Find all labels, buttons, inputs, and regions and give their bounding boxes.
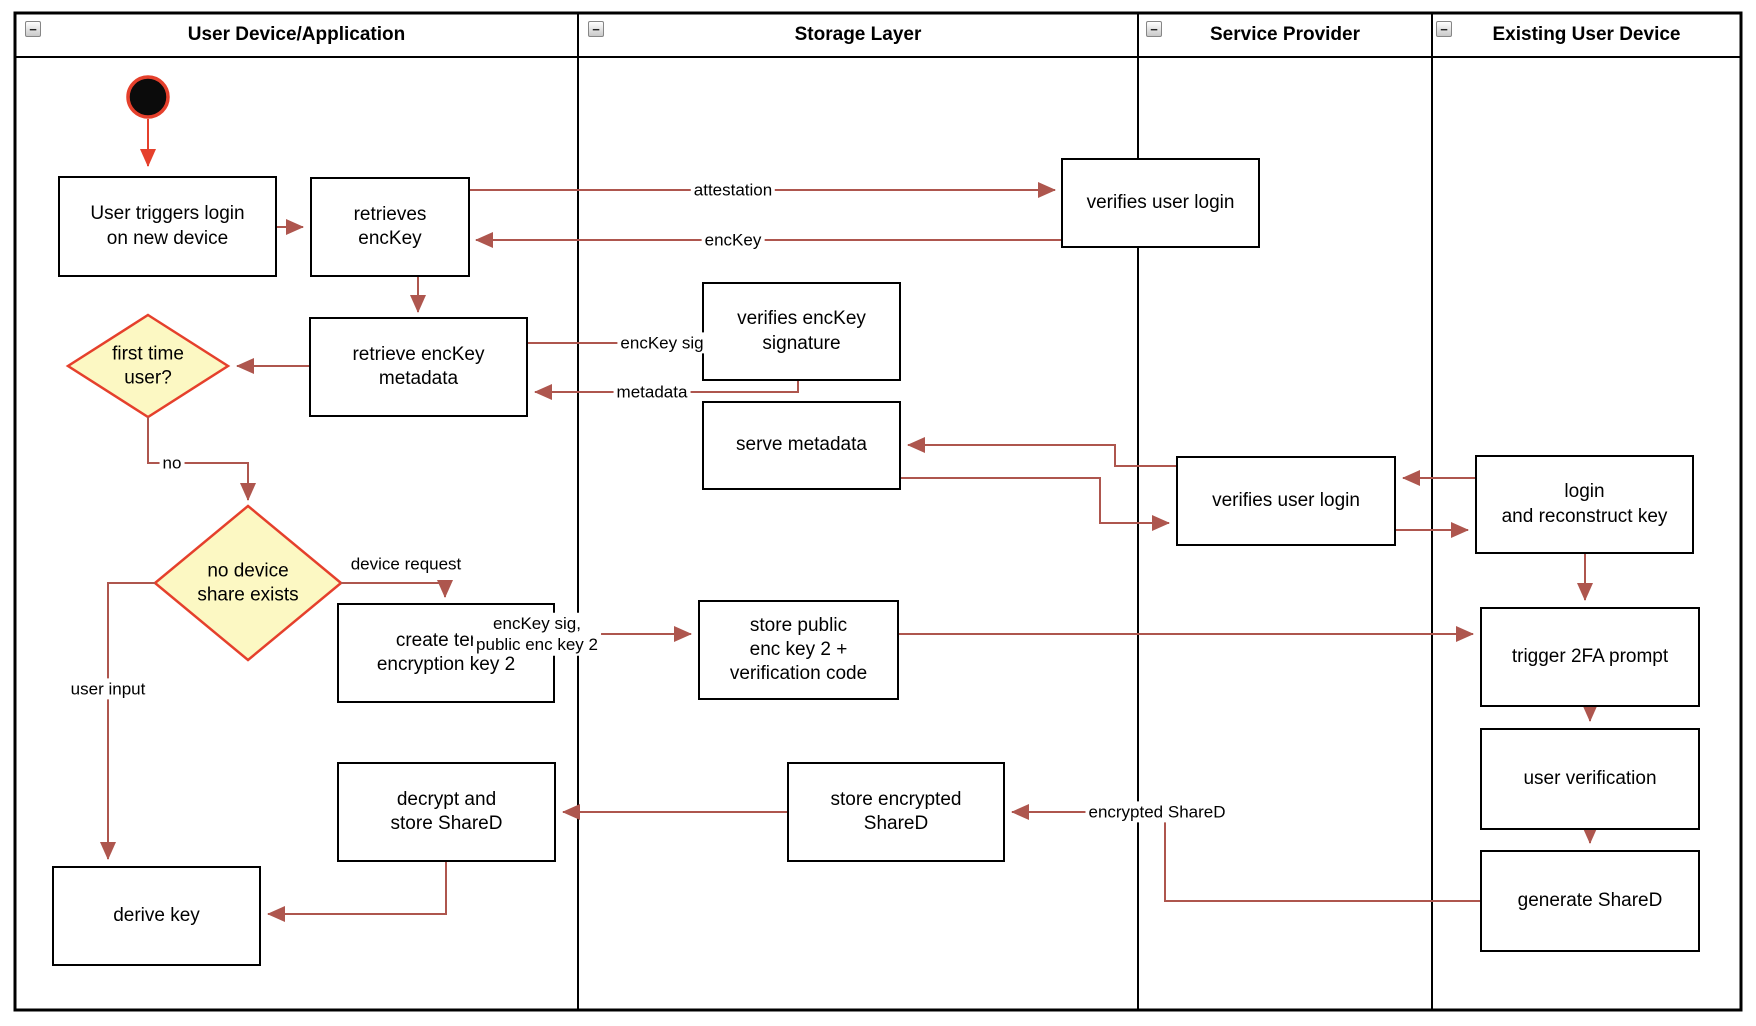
edge-label-enckey: encKey: [701, 229, 765, 251]
edge-decrypt-to-derive: [267, 862, 447, 922]
lane-title-storage-layer: Storage Layer: [794, 24, 922, 45]
start-node: [126, 75, 170, 119]
edge-device-request: [341, 580, 453, 598]
node-serve-metadata: serve metadata: [702, 401, 901, 490]
node-derive-key: derive key: [52, 866, 261, 966]
edge-label-attestation: attestation: [690, 179, 776, 201]
node-verifies-user-login-top: verifies user login: [1061, 158, 1260, 248]
node-trigger-2fa: trigger 2FA prompt: [1480, 607, 1700, 707]
decision-label-first-time-user: first time user?: [112, 343, 184, 388]
edge-serve-metadata-to-verifies: [901, 477, 1170, 531]
edge-label-no: no: [159, 452, 185, 474]
decision-label-no-device-share: no device share exists: [197, 560, 299, 605]
node-user-triggers-login: User triggers login on new device: [58, 176, 277, 277]
edge-label-enckey-sig-public: encKey sig, public enc key 2: [473, 612, 601, 656]
edge-label-enckey-sig: encKey sig: [617, 332, 707, 354]
node-generate-shared: generate ShareD: [1480, 850, 1700, 952]
edge-verifies-to-serve-metadata: [907, 437, 1176, 467]
node-verifies-user-login-mid: verifies user login: [1176, 456, 1396, 546]
lane-title-existing-device: Existing User Device: [1492, 24, 1681, 45]
edge-user-input: [100, 582, 155, 860]
collapse-icon[interactable]: −: [1436, 21, 1452, 37]
collapse-icon[interactable]: −: [1146, 21, 1162, 37]
node-store-encrypted-shared: store encrypted ShareD: [787, 762, 1005, 862]
edge-encrypted-shared: [1011, 804, 1480, 902]
node-retrieves-enckey: retrieves encKey: [310, 177, 470, 277]
node-decrypt-store-shared: decrypt and store ShareD: [337, 762, 556, 862]
edge-no-branch: [147, 417, 256, 501]
edge-label-device-request: device request: [347, 553, 465, 575]
node-login-reconstruct-key: login and reconstruct key: [1475, 455, 1694, 554]
edge-label-encrypted-shared: encrypted ShareD: [1085, 801, 1229, 823]
node-store-public-key: store public enc key 2 + verification co…: [698, 600, 899, 700]
node-verifies-enckey-signature: verifies encKey signature: [702, 282, 901, 381]
lane-title-service-provider: Service Provider: [1210, 24, 1360, 45]
lane-title-user-device: User Device/Application: [187, 24, 406, 45]
diagram-outer-border: [13, 11, 1743, 1012]
node-user-verification: user verification: [1480, 728, 1700, 830]
edge-label-user-input: user input: [67, 678, 149, 700]
collapse-icon[interactable]: −: [588, 21, 604, 37]
node-retrieve-enckey-metadata: retrieve encKey metadata: [309, 317, 528, 417]
edge-label-metadata: metadata: [613, 381, 691, 403]
collapse-icon[interactable]: −: [25, 21, 41, 37]
decision-no-device-share: [153, 504, 343, 662]
